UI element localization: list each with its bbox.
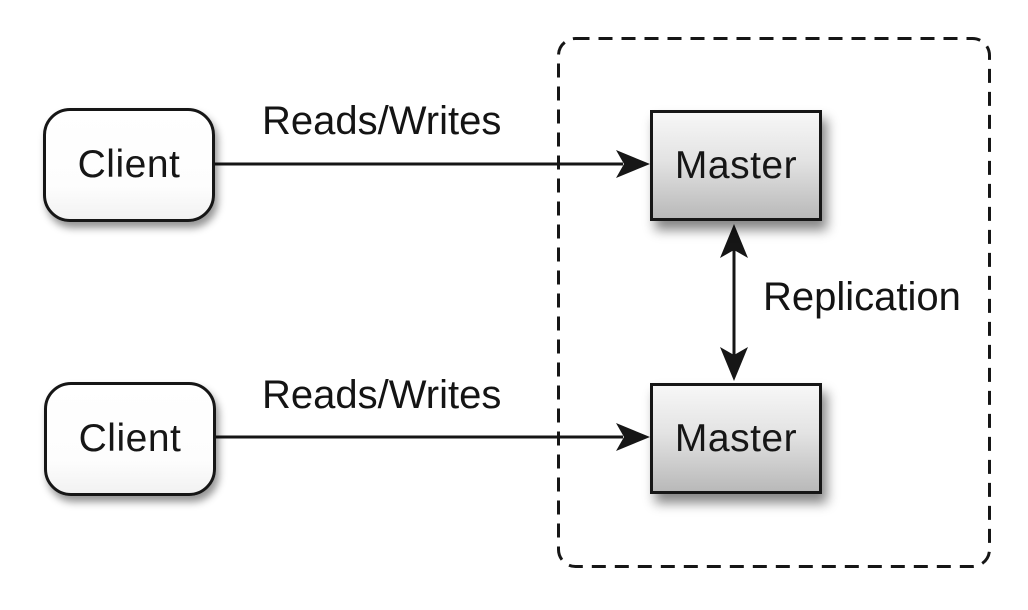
reads-writes-label-1: Reads/Writes [262,99,502,143]
master-node-1-label: Master [674,143,798,187]
replication-label: Replication [763,275,961,319]
reads-writes-arrow-1 [214,150,650,178]
master-node-2: Master [650,383,822,494]
replication-arrow [720,224,748,381]
reads-writes-label-2: Reads/Writes [262,373,502,417]
client-node-2-label: Client [78,417,182,460]
client-node-1-label: Client [77,143,181,186]
client-node-2: Client [44,382,216,496]
reads-writes-arrow-2 [215,423,650,451]
master-node-2-label: Master [674,416,798,460]
master-node-1: Master [650,110,822,221]
client-node-1: Client [43,108,215,222]
cluster-boundary [557,37,991,568]
